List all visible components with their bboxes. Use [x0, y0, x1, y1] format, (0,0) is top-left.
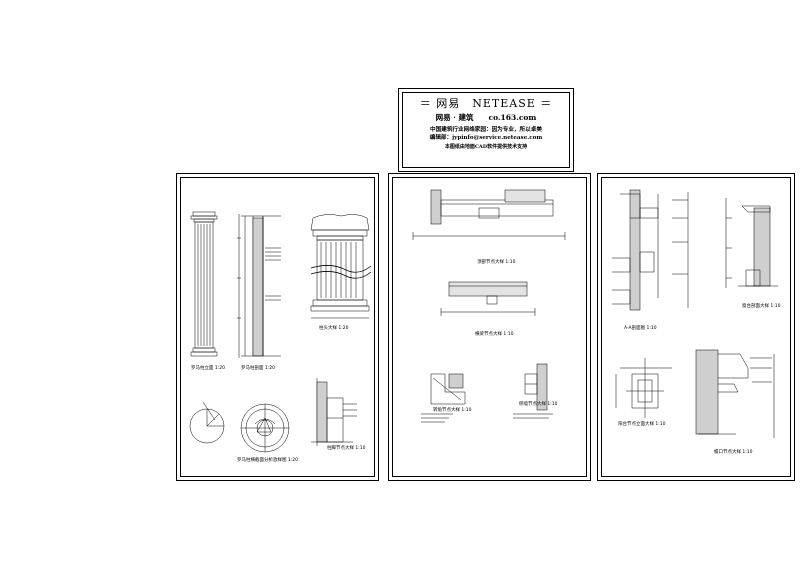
label-capital-detail: 柱头大样 1:20 — [319, 326, 349, 331]
label-side-detail: 侧墙节点大样 1:10 — [519, 402, 558, 407]
stamp-email: 编辑部：jypinfo@service.netease.com — [429, 135, 543, 141]
label-top-detail: 顶部节点大样 1:10 — [477, 260, 516, 265]
label-base-detail: 柱脚节点大样 1:10 — [327, 446, 366, 451]
capital-detail — [310, 214, 372, 319]
sheet-1-drawing — [189, 211, 372, 453]
stamp-brand-title: ＝ 网易 NETEASE ＝ — [419, 97, 553, 110]
eave-detail — [695, 349, 775, 438]
base-detail — [311, 378, 357, 446]
sheet-1-frame: 罗马柱立面 1:20 罗马柱剖面 1:20 柱头大样 1:20 罗马柱横截面分析… — [180, 177, 375, 477]
sheet-2-drawing — [412, 189, 566, 423]
drawing-sheet-1: 罗马柱立面 1:20 罗马柱剖面 1:20 柱头大样 1:20 罗马柱横截面分析… — [176, 173, 379, 481]
label-eave-detail: 檐口节点大样 1:10 — [714, 450, 753, 455]
title-stamp: ＝ 网易 NETEASE ＝ 网易 · 建筑 co.163.com 中国建筑行业… — [398, 88, 574, 172]
mid-detail — [440, 281, 536, 316]
top-detail — [412, 189, 566, 240]
stamp-slogan: 中国建筑行业网络家园：因为专业，所以卓美 — [430, 127, 542, 133]
drawing-sheet-2: 顶部节点大样 1:10 横梁节点大样 1:10 转角节点大样 1:10 侧墙节点… — [388, 173, 591, 481]
sheet-2-frame: 顶部节点大样 1:10 横梁节点大样 1:10 转角节点大样 1:10 侧墙节点… — [392, 177, 587, 477]
label-mid-detail: 横梁节点大样 1:10 — [475, 332, 514, 337]
label-plan-section: 罗马柱横截面分析放样图 1:20 — [237, 458, 299, 463]
plan-circle-right — [240, 403, 290, 453]
side-detail — [513, 363, 553, 419]
corner-detail — [421, 373, 466, 423]
title-stamp-inner-frame: ＝ 网易 NETEASE ＝ 网易 · 建筑 co.163.com 中国建筑行业… — [402, 92, 570, 168]
column-elevation — [190, 211, 218, 357]
drawing-sheet-3: A-A剖面图 1:10 窗台剖面大样 1:10 阳台节点立面大样 1:10 檐口… — [597, 173, 795, 481]
section-b — [725, 198, 778, 288]
stamp-site-line: 网易 · 建筑 co.163.com — [435, 113, 537, 122]
label-column-elevation: 罗马柱立面 1:20 — [191, 366, 226, 371]
stamp-support-note: 本图纸由地面CAD软件提供技术支持 — [444, 144, 528, 150]
sheet-3-drawing — [612, 189, 778, 438]
label-column-section: 罗马柱剖面 1:20 — [241, 366, 276, 371]
label-corner-detail: 转角节点大样 1:10 — [433, 408, 472, 413]
section-a — [612, 189, 689, 311]
label-elev-detail: 阳台节点立面大样 1:10 — [618, 422, 666, 427]
plan-circle-left — [189, 401, 225, 444]
column-section — [237, 214, 281, 358]
elev-detail — [615, 358, 672, 418]
sheet-3-frame: A-A剖面图 1:10 窗台剖面大样 1:10 阳台节点立面大样 1:10 檐口… — [601, 177, 791, 477]
label-section-a: A-A剖面图 1:10 — [624, 326, 657, 331]
label-section-b: 窗台剖面大样 1:10 — [742, 304, 781, 309]
